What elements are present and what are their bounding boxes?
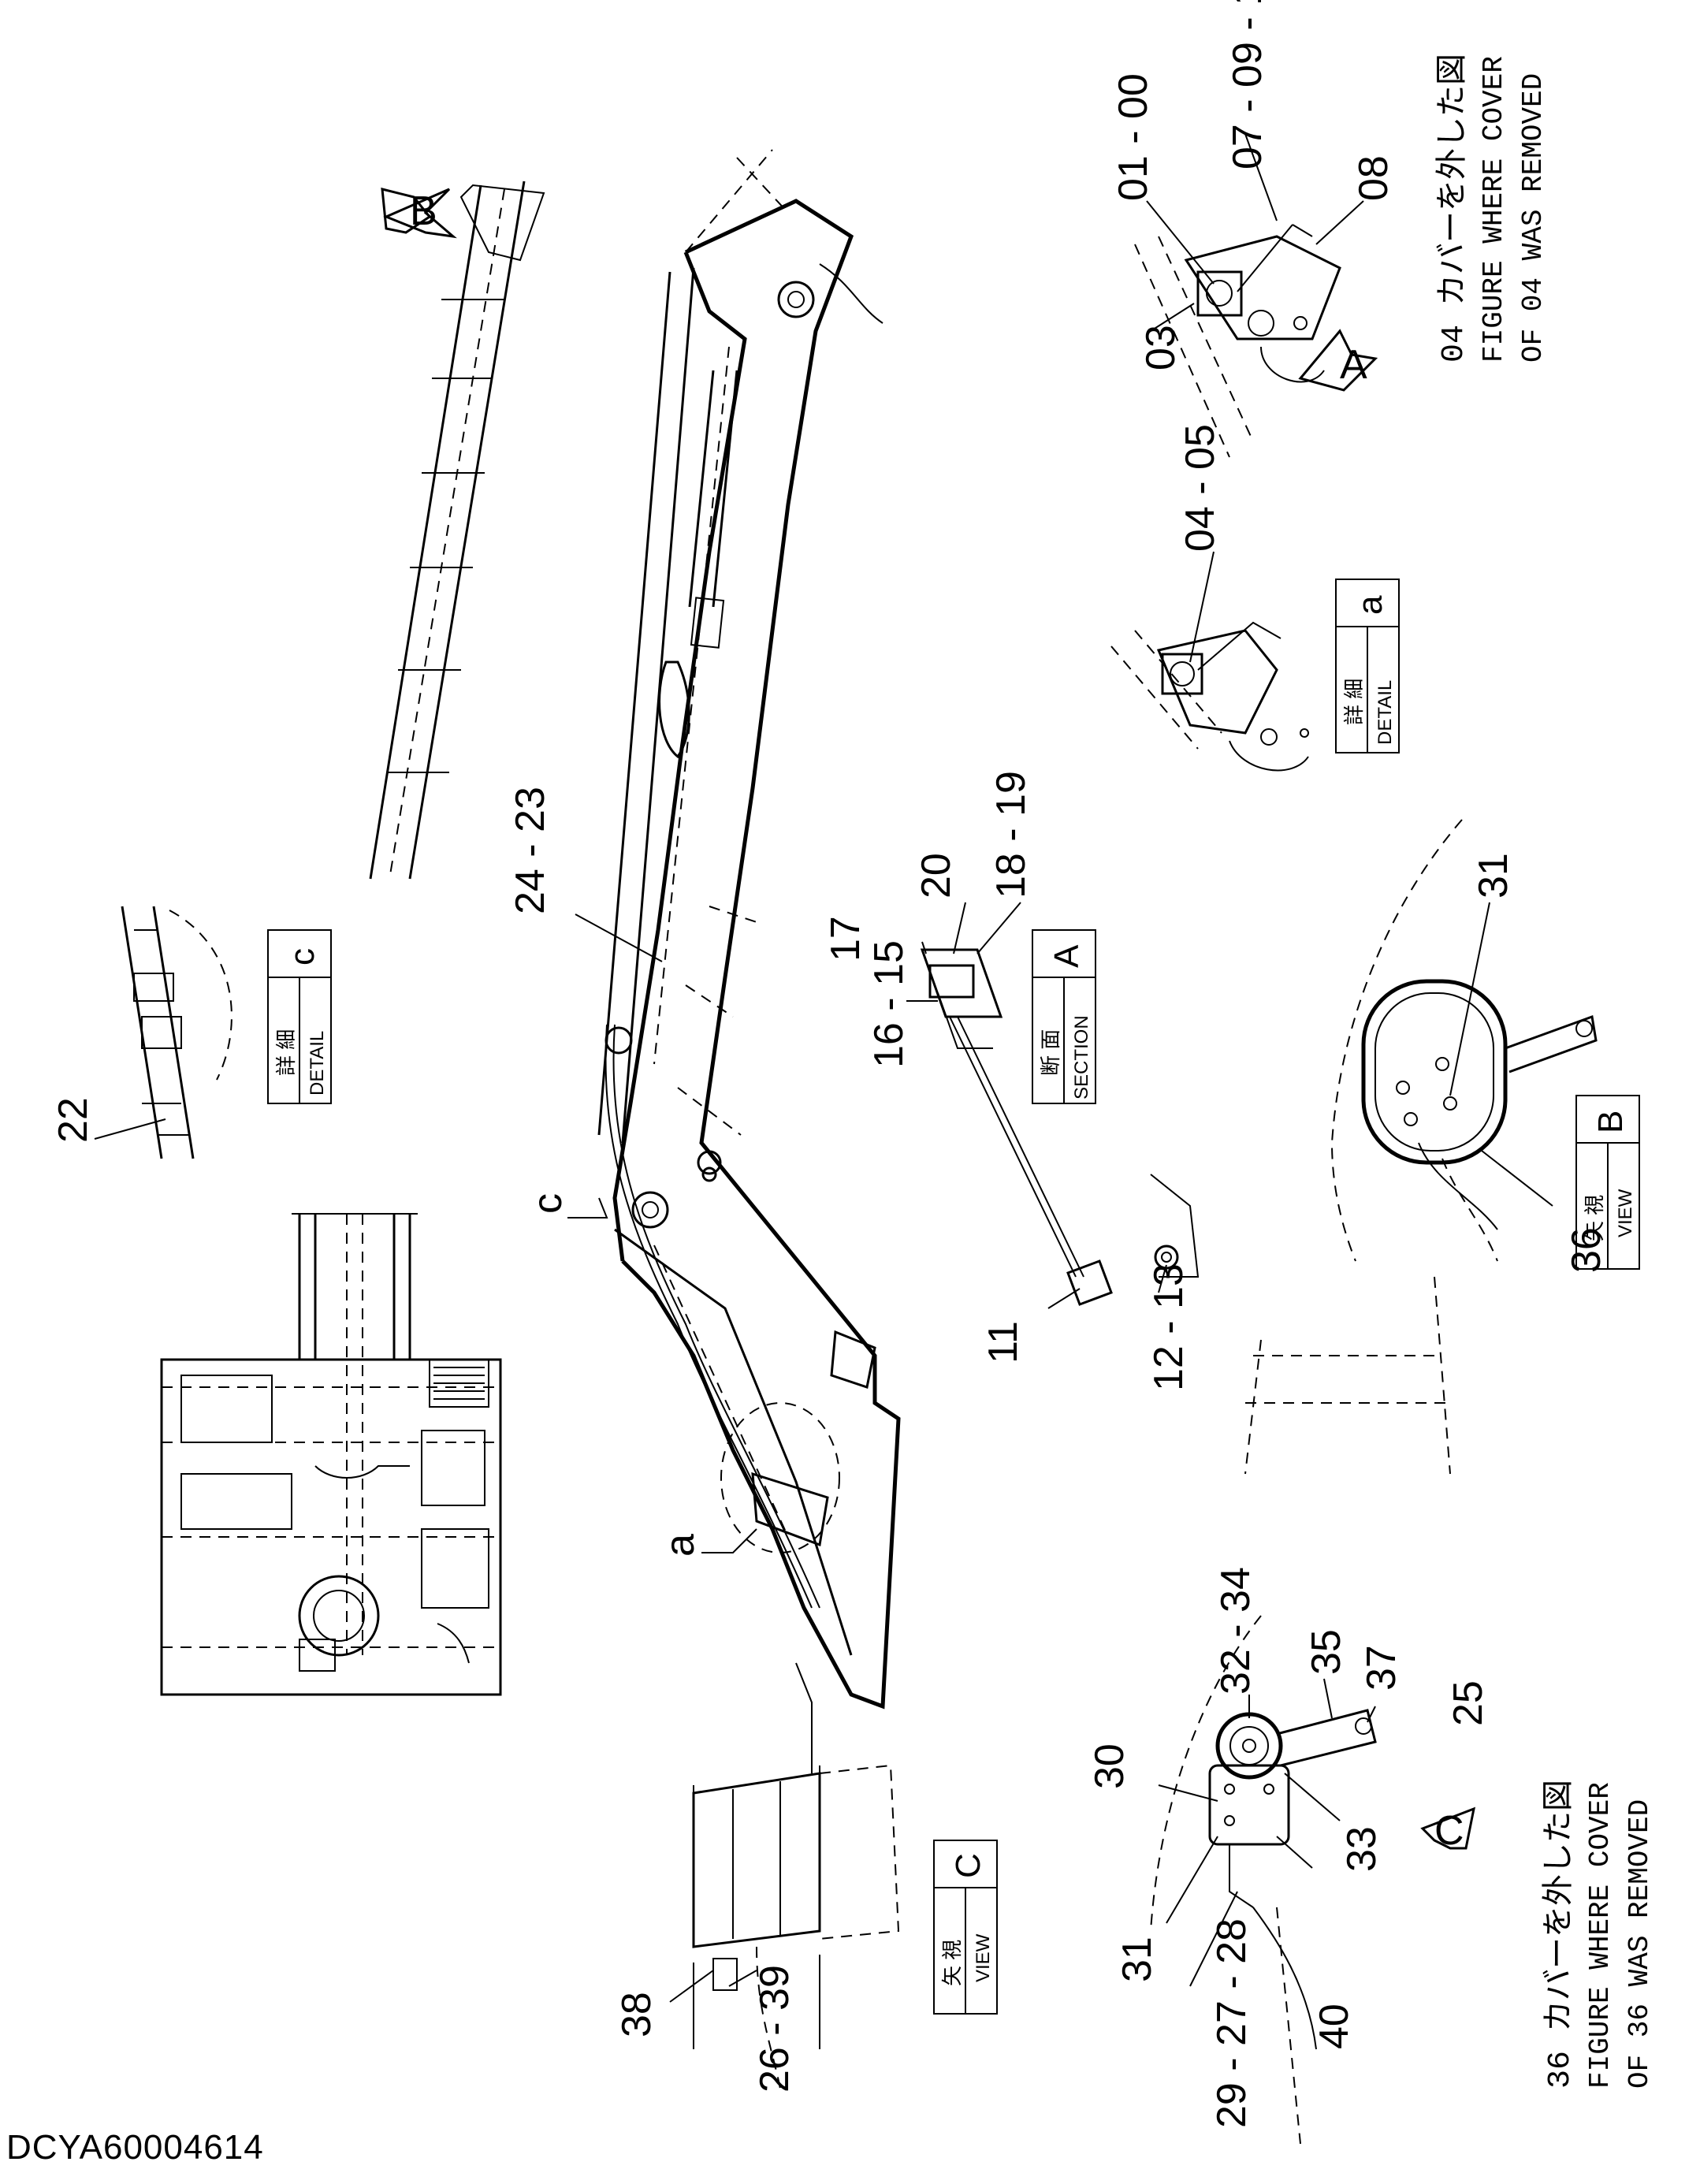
part-label-37: 37 [1359,1645,1404,1691]
part-labels: 22 24 - 23 c a 16 - 15 17 20 18 - 19 11 … [50,0,1609,2128]
view-c-jp: 矢 視 [940,1940,964,1986]
view-arrow-b-letter: B [410,188,437,234]
view-b-drawing [1244,819,1598,1475]
view-arrow-a: A [1298,329,1378,392]
document-id: DCYA60004614 [6,2128,264,2167]
section-a-drawing [920,948,1200,1306]
part-label-24-23: 24 - 23 [508,787,553,914]
detail-a-jp: 詳 細 [1342,679,1366,725]
view-b-letter: B [1591,1111,1630,1133]
label-box-view-c: 矢 視 VIEW C [933,1840,998,2015]
detail-c-letter: c [283,948,322,965]
label-box-detail-a: 詳 細 DETAIL a [1335,579,1400,753]
detail-a-letter: a [1351,595,1389,615]
part-label-18-19: 18 - 19 [988,771,1034,899]
part-label-a: a [657,1534,703,1557]
view-c-drawing [692,1662,900,2089]
detail-a-drawing [1110,621,1309,772]
part-label-22: 22 [50,1097,96,1143]
part-label-25: 25 [1445,1680,1491,1726]
view-arrow-a-letter: A [1340,342,1367,388]
note-cover-36-line3: OF 36 WAS REMOVED [1624,1799,1656,2089]
part-label-38: 38 [614,1992,660,2037]
note-cover-36: 36 カバーを外した図 FIGURE WHERE COVER OF 36 WAS… [1542,1780,1656,2089]
detail-a-en: DETAIL [1375,680,1396,745]
part-label-11: 11 [980,1321,1026,1364]
detail-c-jp: 詳 細 [274,1029,298,1076]
section-a-jp: 断 面 [1039,1029,1062,1076]
part-label-32-34: 32 - 34 [1213,1567,1259,1695]
part-label-26-39: 26 - 39 [752,1965,798,2093]
part-label-29-27-28: 29 - 27 - 28 [1209,1918,1255,2128]
view-b-jp: 矢 視 [1583,1195,1606,1241]
detail-c-en: DETAIL [307,1031,328,1096]
part-label-04-05: 04 - 05 [1177,424,1223,552]
machine-top-view [160,1213,502,1696]
cover-36-drawing [1150,1615,1377,2145]
note-cover-36-line1: 36 カバーを外した図 [1542,1780,1579,2089]
view-c-en: VIEW [973,1933,994,1982]
note-cover-04-line2: FIGURE WHERE COVER [1478,56,1510,363]
view-arrow-b: B [381,188,457,239]
part-label-35: 35 [1304,1629,1349,1675]
section-a-en: SECTION [1071,1015,1092,1099]
part-label-03: 03 [1138,325,1184,370]
cover-04-drawing [1134,224,1341,458]
part-label-33: 33 [1339,1826,1385,1872]
note-cover-36-line2: FIGURE WHERE COVER [1584,1782,1616,2089]
label-box-view-b: 矢 視 VIEW B [1575,1095,1640,1270]
view-b-en: VIEW [1615,1189,1636,1237]
view-arrow-c: C [1420,1806,1476,1854]
note-cover-04-line1: 04 カバーを外した図 [1435,54,1472,363]
part-label-12-13: 12 - 13 [1146,1263,1192,1391]
part-label-20: 20 [913,853,959,899]
note-cover-04: 04 カバーを外した図 FIGURE WHERE COVER OF 04 WAS… [1435,54,1549,363]
detail-c-drawing [121,906,232,1159]
label-box-section-a: 断 面 SECTION A [1032,929,1096,1104]
part-label-07-09-10: 07 - 09 - 10 [1225,0,1270,169]
part-label-01-00: 01 - 00 [1110,73,1156,201]
view-c-letter: C [949,1853,988,1878]
part-label-36: 36 [1564,1227,1609,1273]
boom-arm-assembly [369,149,901,1710]
section-a-letter: A [1047,944,1086,968]
part-label-40: 40 [1311,2004,1357,2049]
view-arrow-c-letter: C [1434,1808,1464,1854]
part-label-30: 30 [1087,1743,1133,1789]
part-label-08: 08 [1351,155,1397,201]
part-label-c: c [525,1193,571,1214]
part-label-31-view-b: 31 [1471,853,1516,899]
part-label-31-cover-36: 31 [1114,1937,1160,1982]
part-label-17: 17 [823,916,869,962]
leader-lines [94,133,1553,2003]
note-cover-04-line3: OF 04 WAS REMOVED [1517,73,1549,363]
part-label-16-15: 16 - 15 [866,940,912,1068]
label-box-detail-c: 詳 細 DETAIL c [267,929,332,1104]
